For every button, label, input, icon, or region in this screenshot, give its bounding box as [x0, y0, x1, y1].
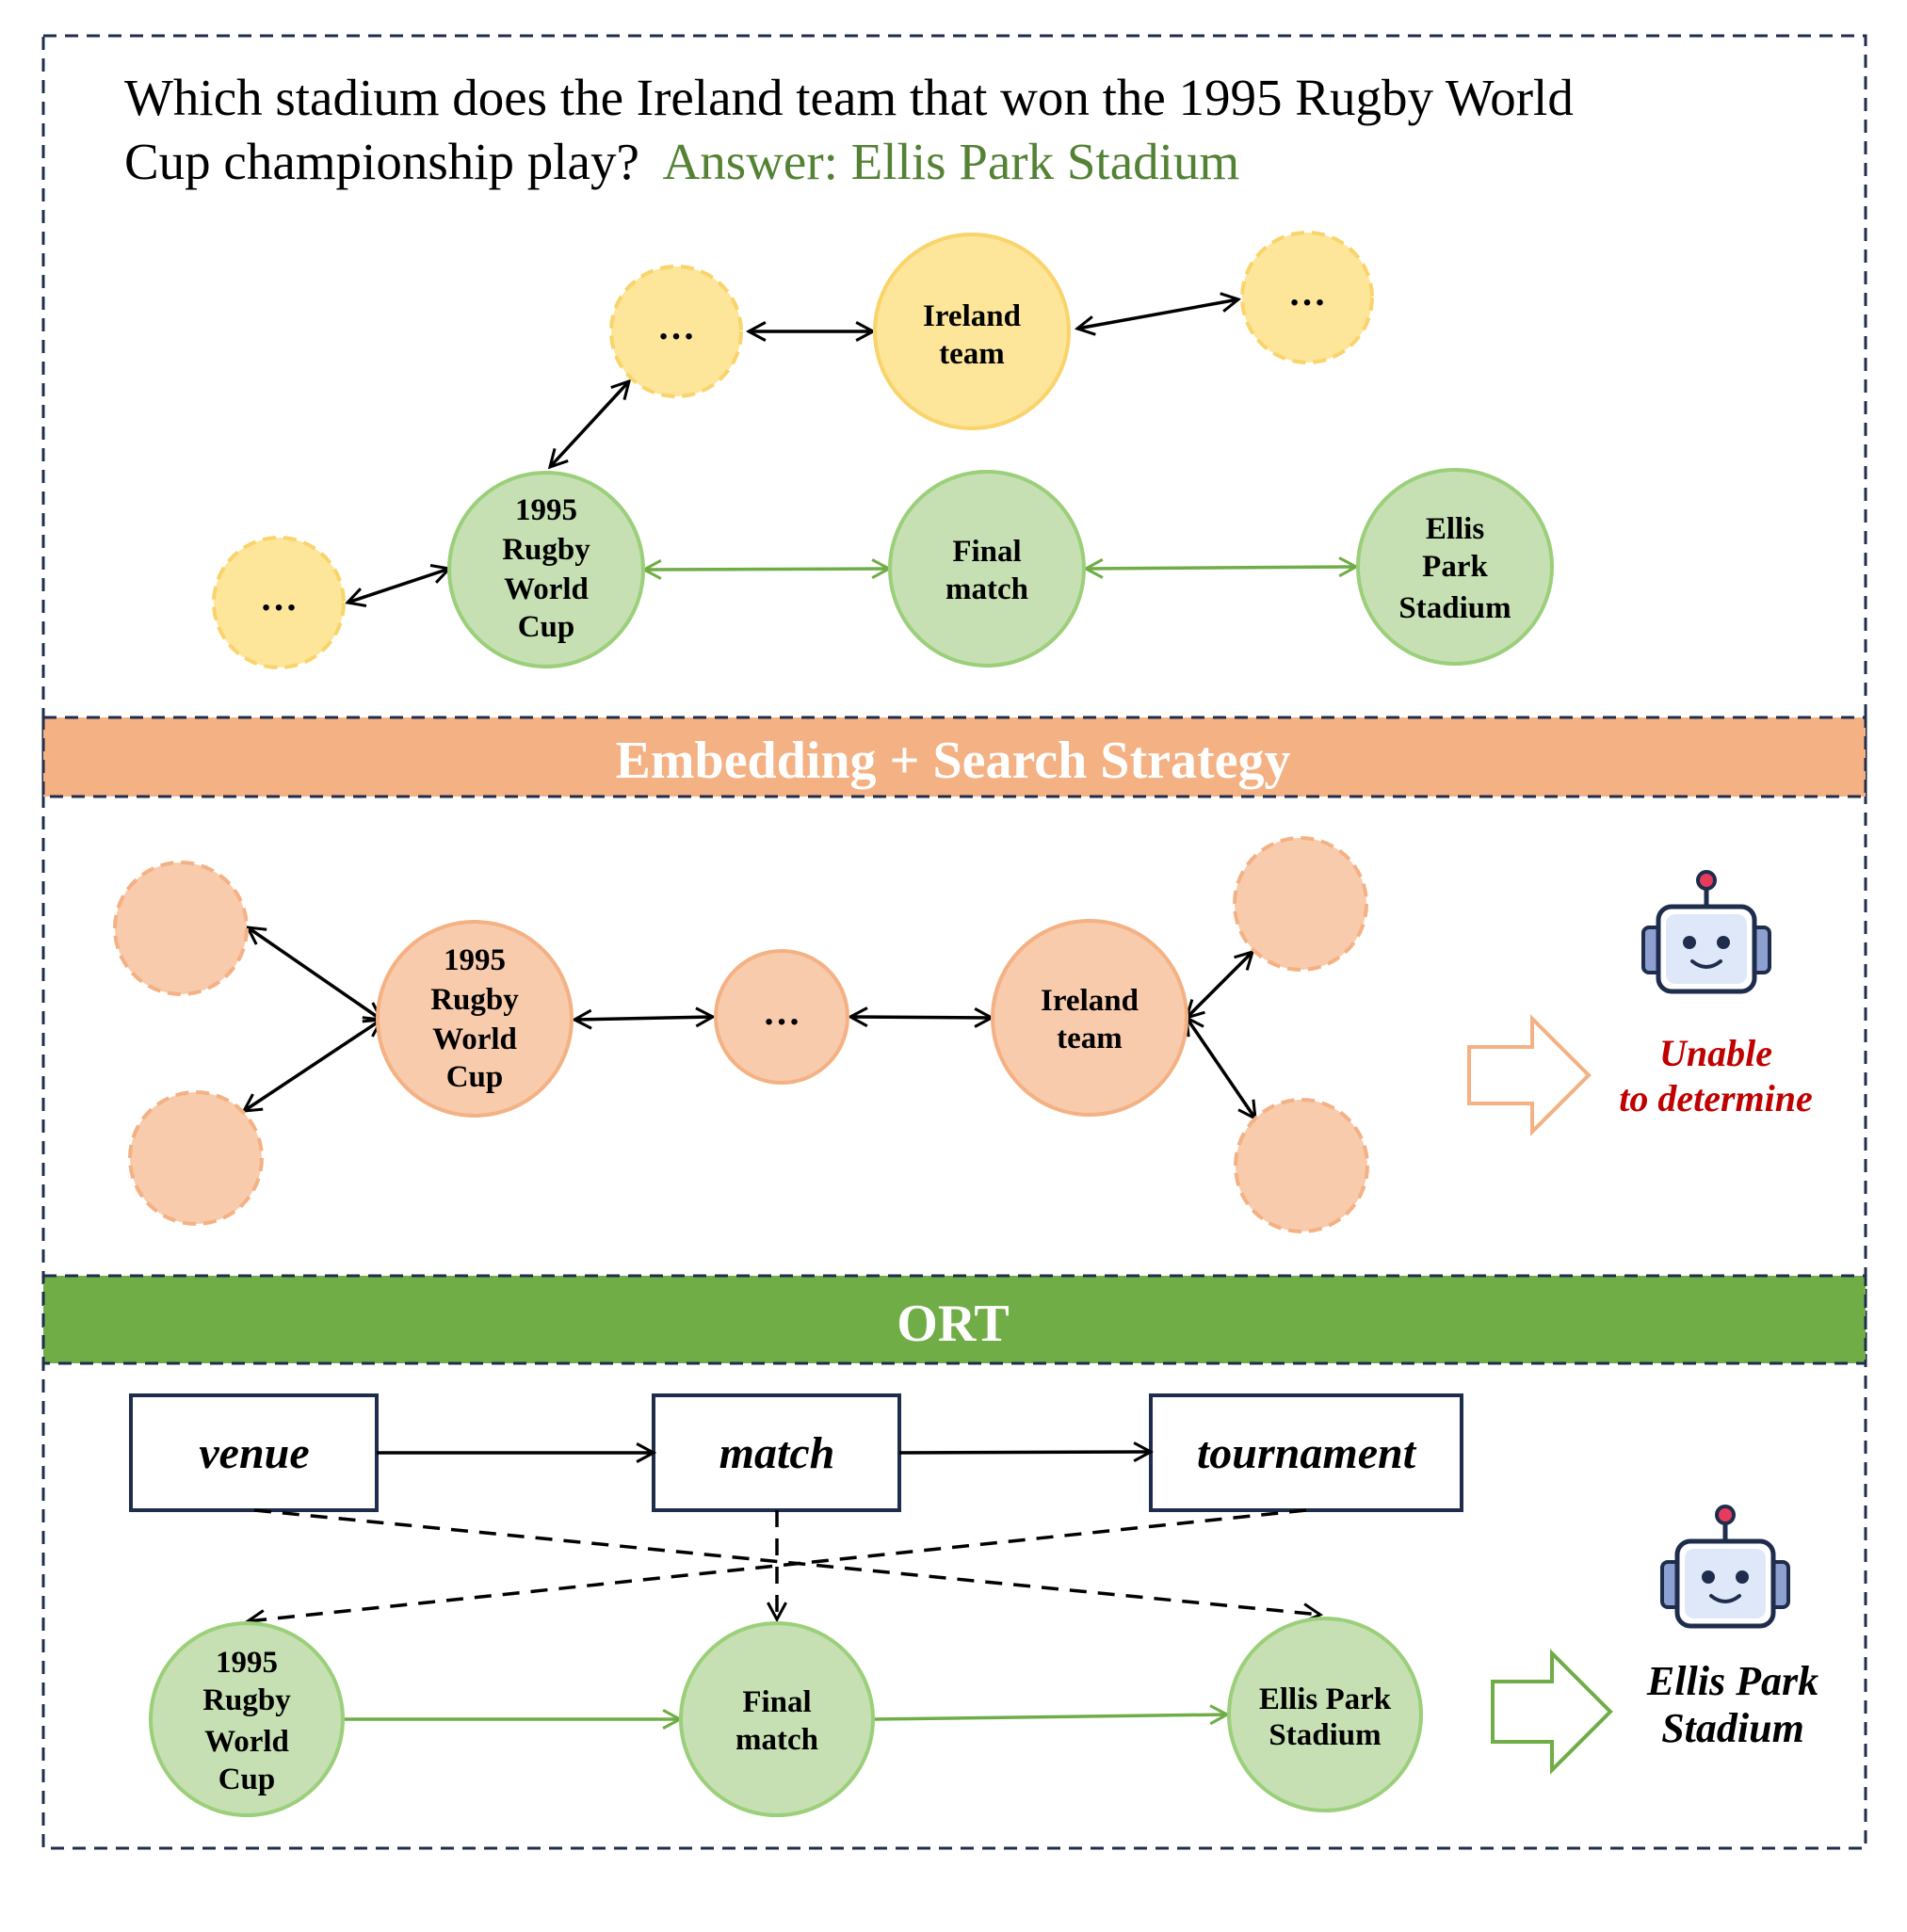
node2-ireland-team: Ireland team [991, 919, 1188, 1117]
svg-text:…: … [1288, 271, 1326, 314]
node3-ellis-park-stadium: Ellis Park Stadium [1227, 1617, 1423, 1812]
node3-final-match: Final match [679, 1621, 875, 1817]
svg-text:venue: venue [199, 1428, 309, 1478]
svg-text:match: match [719, 1428, 835, 1478]
svg-text:Rugby: Rugby [430, 983, 519, 1017]
edge-rwc-ellipsis2 [574, 1017, 713, 1020]
svg-text:Stadium: Stadium [1269, 1718, 1381, 1752]
map-tournament-rwc [248, 1508, 1307, 1621]
answer-text: Answer: Ellis Park Stadium [663, 133, 1240, 190]
edge-ellipsis-rwc [347, 569, 449, 603]
banner-embedding-search: Embedding + Search Strategy [41, 716, 1867, 798]
edge-rwc-ellipsis-top [550, 381, 629, 467]
svg-text:team: team [1057, 1022, 1123, 1055]
svg-text:1995: 1995 [515, 493, 577, 527]
node-ellipsis-left: … [212, 536, 346, 669]
result-unable-line1: Unable [1659, 1032, 1772, 1074]
result-answer-line2: Stadium [1661, 1705, 1804, 1751]
map-venue-ellis [253, 1508, 1320, 1615]
box-tournament: tournament [1149, 1393, 1463, 1512]
svg-text:Ireland: Ireland [923, 299, 1021, 333]
svg-text:Final: Final [952, 535, 1021, 569]
svg-text:tournament: tournament [1197, 1428, 1417, 1478]
node-final-match: Final match [888, 470, 1086, 668]
node2-ellipsis: … [714, 949, 849, 1085]
node-ellis-park-stadium: Ellis Park Stadium [1356, 468, 1554, 666]
result-arrow-green [1491, 1649, 1613, 1775]
node-ellipsis-top: … [609, 265, 743, 398]
edge-final-ellis [1086, 567, 1356, 569]
svg-text:Which stadium does the Ireland: Which stadium does the Ireland team that… [124, 69, 1574, 126]
svg-text:Rugby: Rugby [202, 1683, 291, 1717]
svg-text:Final: Final [742, 1685, 811, 1719]
node-ellipsis-right: … [1240, 231, 1374, 364]
svg-text:…: … [260, 576, 298, 619]
svg-text:World: World [504, 572, 589, 606]
svg-text:World: World [432, 1022, 517, 1056]
result-arrow-orange [1467, 1014, 1592, 1136]
svg-text:Park: Park [1422, 550, 1488, 584]
svg-text:match: match [735, 1723, 818, 1757]
svg-text:Cup championship play? Ans: Cup championship play? Answer: Ellis Par… [124, 133, 1239, 190]
edge-rwc-final [644, 569, 889, 570]
node-orange-topright [1233, 836, 1368, 972]
node-orange-bottomleft [128, 1090, 264, 1226]
svg-text:Ellis: Ellis [1426, 512, 1485, 546]
robot-icon [1660, 1505, 1790, 1629]
svg-text:Cup: Cup [218, 1763, 276, 1796]
robot-icon [1641, 870, 1771, 994]
svg-text:Ireland: Ireland [1041, 984, 1139, 1018]
result-unable-line2: to determine [1619, 1077, 1813, 1119]
svg-text:Cup: Cup [518, 610, 575, 644]
banner-ort: ORT [41, 1274, 1867, 1365]
node-1995-rugby-world-cup: 1995 Rugby World Cup [447, 471, 645, 668]
question-line2: Cup championship play? [124, 133, 639, 190]
box-venue: venue [129, 1393, 379, 1512]
svg-text:1995: 1995 [444, 943, 506, 977]
edge-match-tournament [898, 1452, 1151, 1453]
svg-text:1995: 1995 [216, 1646, 278, 1680]
node-orange-bottomright [1234, 1098, 1369, 1233]
svg-text:Stadium: Stadium [1398, 591, 1511, 625]
edge-rwc-bl [244, 1020, 381, 1111]
node-orange-topleft [113, 861, 249, 996]
node-ireland-team: Ireland team [873, 233, 1071, 430]
edge-ireland-ellipsis [1077, 299, 1238, 329]
node2-1995-rugby-world-cup: 1995 Rugby World Cup [376, 920, 574, 1118]
edge3-final-ellis [873, 1715, 1227, 1719]
outer-frame [41, 34, 1867, 1850]
svg-text:ORT: ORT [897, 1295, 1009, 1353]
svg-text:World: World [204, 1725, 289, 1759]
svg-text:…: … [657, 305, 695, 347]
box-match: match [652, 1393, 901, 1512]
svg-text:Rugby: Rugby [502, 533, 590, 567]
svg-text:…: … [763, 990, 800, 1033]
edge-rwc-tl [248, 927, 381, 1020]
edge-ireland-br [1187, 1018, 1255, 1119]
svg-text:team: team [939, 337, 1005, 371]
edge-ellipsis2-ireland [850, 1017, 992, 1018]
question-line1: Which stadium does the Ireland team that… [124, 69, 1574, 126]
svg-text:Ellis Park: Ellis Park [1259, 1682, 1392, 1716]
svg-text:Cup: Cup [446, 1060, 504, 1094]
svg-text:Embedding + Search Strategy: Embedding + Search Strategy [616, 732, 1291, 790]
result-answer-line1: Ellis Park [1646, 1658, 1818, 1704]
node3-1995-rugby-world-cup: 1995 Rugby World Cup [149, 1621, 345, 1817]
svg-text:match: match [945, 572, 1028, 606]
edge-ireland-tr [1187, 952, 1252, 1018]
